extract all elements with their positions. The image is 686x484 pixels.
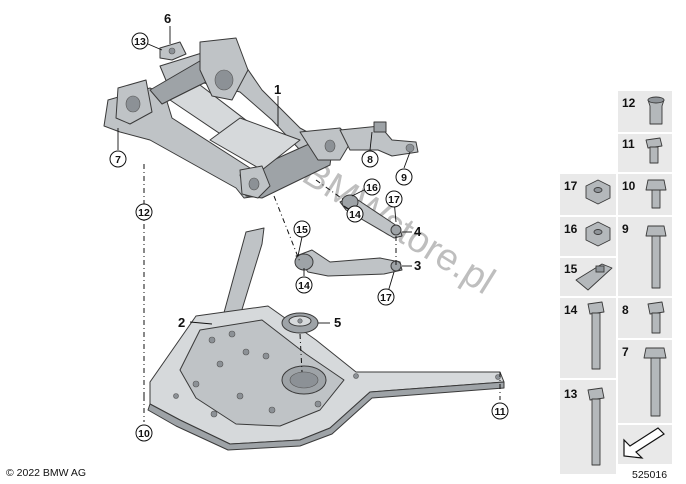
diagram-number: 525016 [632,469,667,481]
underbody-panel[interactable] [147,227,505,451]
panel-label-12: 12 [622,96,636,110]
label-1: 1 [274,82,281,97]
svg-text:14: 14 [298,280,310,292]
lower-wishbone[interactable] [294,249,403,277]
callout-14-upper: 14 [346,205,364,223]
svg-text:17: 17 [380,292,392,304]
copyright-text: © 2022 BMW AG [6,467,86,479]
panel-label-10: 10 [622,179,636,193]
svg-text:9: 9 [401,172,407,184]
direction-arrow-icon [623,427,665,459]
svg-text:17: 17 [388,194,400,206]
svg-text:16: 16 [366,182,378,194]
callout-14-lower: 14 [295,276,313,294]
svg-text:13: 13 [134,36,146,48]
cover-disc[interactable] [281,312,319,334]
svg-text:11: 11 [494,406,505,418]
label-6: 6 [164,11,171,26]
callout-16: 16 [363,178,381,196]
leader-lines [117,26,412,325]
panel-label-9: 9 [622,222,629,236]
panel-label-13: 13 [564,387,578,401]
label-5: 5 [334,315,341,330]
label-4: 4 [414,224,422,239]
callout-13: 13 [131,32,149,50]
callout-8: 8 [361,150,379,168]
top-mount-bracket[interactable] [159,41,187,61]
panel-label-7: 7 [622,345,629,359]
svg-text:10: 10 [138,428,150,440]
panel-label-11: 11 [622,137,635,151]
svg-text:14: 14 [349,209,361,221]
label-3: 3 [414,258,421,273]
panel-label-8: 8 [622,303,629,317]
panel-label-15: 15 [564,262,578,276]
callout-11: 11 [491,402,509,420]
wishbone-arm-right[interactable] [339,121,419,157]
label-2: 2 [178,315,185,330]
panel-label-14: 14 [564,303,578,317]
callout-7: 7 [109,150,127,168]
svg-text:8: 8 [367,154,373,166]
callout-15: 15 [293,220,311,238]
svg-text:12: 12 [138,207,150,219]
callout-17-upper: 17 [385,190,403,208]
fastener-parts-panel: 12 11 17 10 16 9 15 14 8 [560,91,672,474]
callout-10: 10 [135,424,153,442]
panel-label-16: 16 [564,222,578,236]
front-axle-subframe[interactable] [103,37,353,199]
assembly-lines [143,164,501,422]
callout-12: 12 [135,203,153,221]
callout-9: 9 [395,168,413,186]
panel-label-17: 17 [564,179,578,193]
svg-text:7: 7 [115,154,121,166]
callout-17-lower: 17 [377,288,395,306]
svg-text:15: 15 [296,224,308,236]
